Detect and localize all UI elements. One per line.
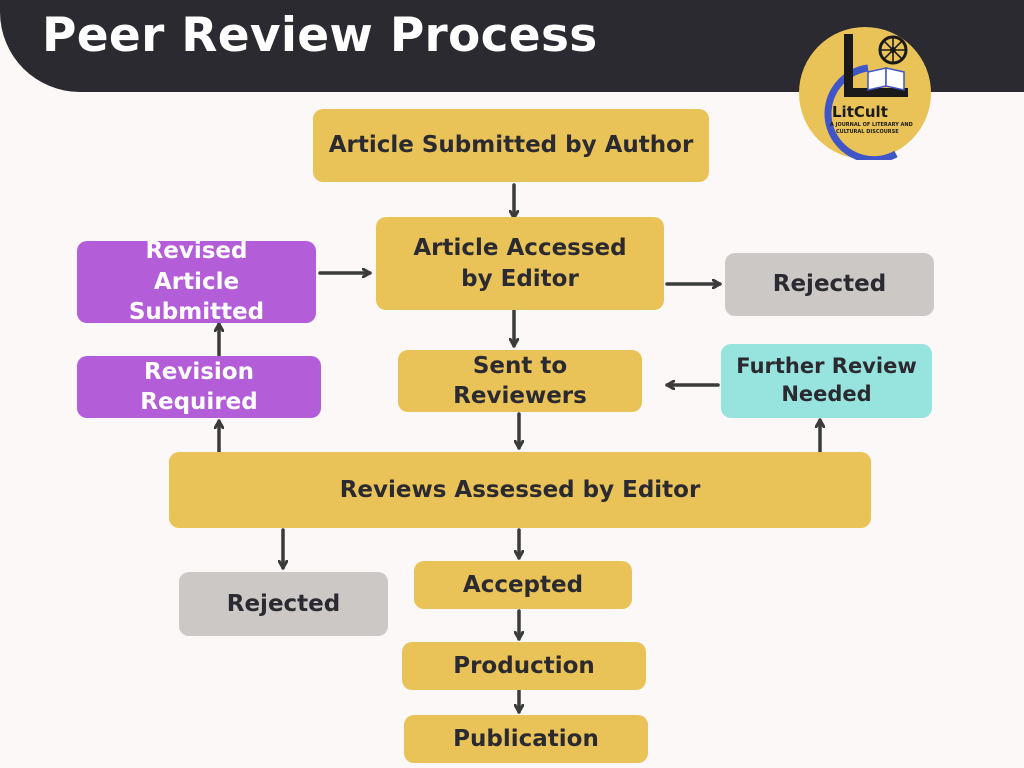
article-submitted-box: Article Submitted by Author [313, 109, 709, 182]
production-box: Production [402, 642, 646, 690]
litcult-logo-icon: LitCult A JOURNAL OF LITERARY AND CULTUR… [799, 27, 931, 160]
page-title: Peer Review Process [42, 8, 598, 63]
reviews-assessed-box: Reviews Assessed by Editor [169, 452, 871, 528]
logo-name: LitCult [832, 103, 888, 121]
further-review-box: Further Review Needed [721, 344, 932, 418]
publication-box: Publication [404, 715, 648, 763]
revised-article-box: Revised Article Submitted [77, 238, 316, 325]
logo-tagline-1: A JOURNAL OF LITERARY AND [830, 122, 913, 128]
revision-required-box: Revision Required [77, 356, 321, 418]
logo-tagline-2: CULTURAL DISCOURSE [836, 129, 899, 135]
sent-to-reviewers-box: Sent to Reviewers [398, 350, 642, 412]
article-accessed-box: Article Accessed by Editor [376, 217, 664, 310]
rejected-box-2: Rejected [179, 572, 388, 636]
rejected-box-1: Rejected [725, 253, 934, 316]
accepted-box: Accepted [414, 561, 632, 609]
